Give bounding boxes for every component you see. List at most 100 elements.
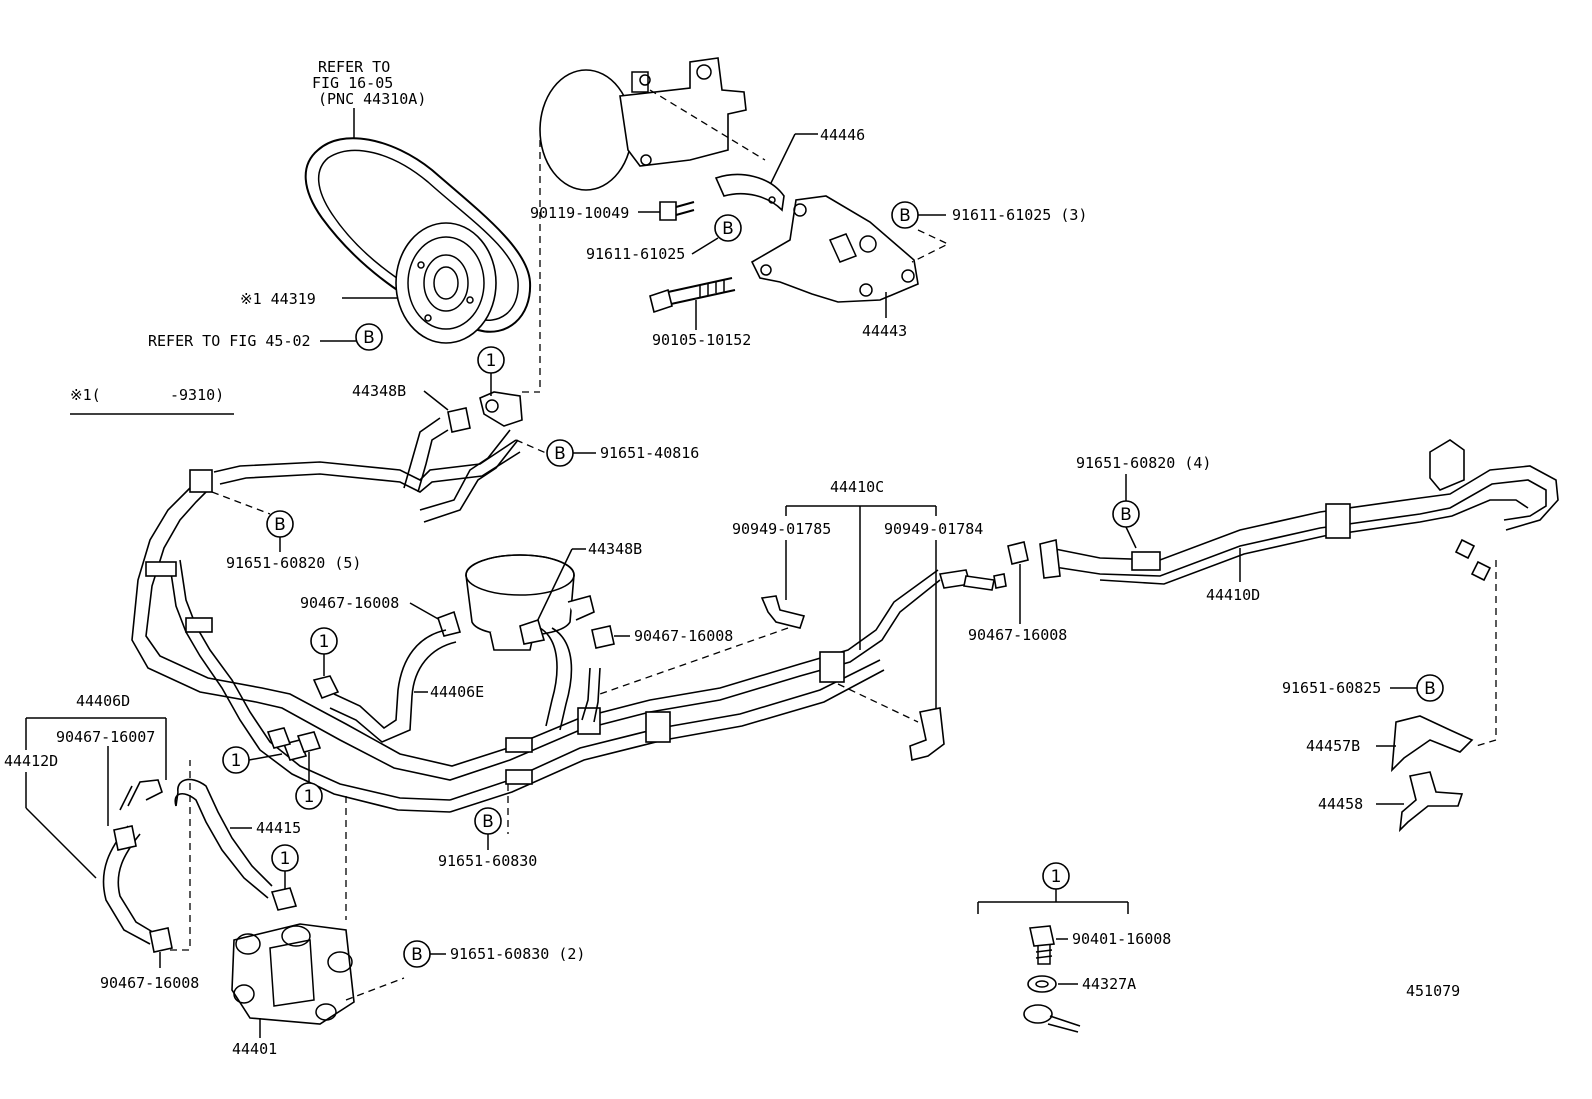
bracket-44457b xyxy=(1391,715,1474,773)
svg-text:91611-61025 (3): 91611-61025 (3) xyxy=(952,206,1087,224)
svg-text:(PNC 44310A): (PNC 44310A) xyxy=(318,90,426,108)
svg-text:44401: 44401 xyxy=(232,1040,277,1058)
label-91651-60825: 91651-60825 xyxy=(1282,679,1417,697)
hose-44415 xyxy=(174,778,273,899)
tube-end-fittings xyxy=(938,569,1007,591)
svg-text:90949-01785: 90949-01785 xyxy=(732,520,831,538)
circle-1-marker: 1 xyxy=(271,844,299,890)
svg-text:451079: 451079 xyxy=(1406,982,1460,1000)
svg-text:FIG 16-05: FIG 16-05 xyxy=(312,74,393,92)
svg-text:B: B xyxy=(1424,679,1436,699)
svg-text:※1 44319: ※1 44319 xyxy=(240,290,316,308)
circle-1-marker: 1 xyxy=(477,346,505,396)
bracket-44443 xyxy=(750,195,919,303)
label-90467-16007: 90467-16007 xyxy=(56,728,155,826)
bolt-90105-10152 xyxy=(649,277,736,314)
note-range: ※1( -9310) xyxy=(70,386,234,415)
bracket-44446 xyxy=(714,173,785,212)
hose-44406e xyxy=(329,627,601,743)
label-44443: 44443 xyxy=(862,292,907,340)
circle-b-marker: B xyxy=(714,214,742,242)
gear-housing-44401 xyxy=(231,923,355,1025)
label-44401: 44401 xyxy=(232,1018,277,1058)
tube-end-fittings xyxy=(1454,538,1492,582)
svg-text:REFER TO: REFER TO xyxy=(318,58,390,76)
svg-text:44415: 44415 xyxy=(256,819,301,837)
label-44410c: 44410C xyxy=(785,478,937,650)
label-90467-16008-a: 90467-16008 xyxy=(300,594,441,621)
bracket-44458 xyxy=(1398,771,1464,833)
pressure-hose xyxy=(403,417,519,523)
pipe-clamp xyxy=(145,561,177,577)
svg-text:90467-16008: 90467-16008 xyxy=(300,594,399,612)
circle-1-marker: 1 xyxy=(977,862,1129,914)
label-44446: 44446 xyxy=(769,126,865,186)
label-91651-40816: 91651-40816 xyxy=(573,444,699,462)
label-44327a: 44327A xyxy=(1058,975,1136,993)
circle-1-marker: 1 xyxy=(222,746,283,774)
label-90467-16008-c: 90467-16008 xyxy=(968,564,1067,644)
svg-text:1: 1 xyxy=(231,751,242,771)
svg-text:90105-10152: 90105-10152 xyxy=(652,331,751,349)
svg-text:91611-61025: 91611-61025 xyxy=(586,245,685,263)
circle-b-marker: B xyxy=(355,323,383,351)
circle-b-marker: B xyxy=(1416,674,1444,702)
svg-text:44443: 44443 xyxy=(862,322,907,340)
drive-belt xyxy=(304,137,532,333)
label-91611-61025: 91611-61025 xyxy=(586,237,719,263)
svg-text:44348B: 44348B xyxy=(352,382,406,400)
pulley-44319 xyxy=(395,222,497,344)
bolt-90119-10049 xyxy=(659,201,695,221)
svg-text:91651-60820 (5): 91651-60820 (5) xyxy=(226,554,361,572)
svg-text:-9310): -9310) xyxy=(170,386,224,404)
pipe-clamp xyxy=(185,617,213,633)
label-44348b-top: 44348B xyxy=(352,382,449,411)
svg-text:1: 1 xyxy=(280,849,291,869)
pipe-clamp xyxy=(645,711,671,743)
svg-text:B: B xyxy=(1120,505,1132,525)
label-90467-16008-d: 90467-16008 xyxy=(100,952,199,992)
union-fitting xyxy=(270,887,298,911)
label-91651-60830-2: 91651-60830 (2) xyxy=(430,945,585,963)
clamp-90467-16008-a xyxy=(436,610,462,637)
circle-b-marker: B xyxy=(266,510,294,538)
pipe-clamp xyxy=(505,769,533,785)
hose-44412d xyxy=(102,779,163,945)
pipe-clamp xyxy=(819,651,845,683)
label-90949-01784: 90949-01784 xyxy=(884,520,983,710)
label-44406d: 44406D xyxy=(25,692,167,780)
hose-44410d-inlet xyxy=(1039,539,1061,579)
refer-note-fig-45-02: REFER TO FIG 45-02 xyxy=(148,332,356,350)
label-90467-16008-b: 90467-16008 xyxy=(614,627,733,645)
label-44458: 44458 xyxy=(1318,795,1404,813)
circle-b-marker: B xyxy=(1112,474,1140,549)
svg-text:※1(: ※1( xyxy=(70,386,101,404)
svg-text:90467-16008: 90467-16008 xyxy=(100,974,199,992)
svg-text:1: 1 xyxy=(1051,867,1062,887)
bracket-90949-01784 xyxy=(909,707,945,761)
svg-text:REFER TO FIG 45-02: REFER TO FIG 45-02 xyxy=(148,332,311,350)
label-44319: ※1 44319 xyxy=(240,290,398,308)
circle-b-marker: B xyxy=(891,201,919,229)
svg-text:44412D: 44412D xyxy=(4,752,58,770)
svg-text:B: B xyxy=(274,515,286,535)
svg-text:44327A: 44327A xyxy=(1082,975,1136,993)
svg-text:1: 1 xyxy=(319,632,330,652)
svg-text:44457B: 44457B xyxy=(1306,737,1360,755)
label-90119-10049: 90119-10049 xyxy=(530,204,660,222)
svg-text:44410C: 44410C xyxy=(830,478,884,496)
clamp-90467-16008-d xyxy=(149,927,173,953)
svg-text:1: 1 xyxy=(304,787,315,807)
circle-b-marker: B xyxy=(403,940,431,968)
svg-text:44406D: 44406D xyxy=(76,692,130,710)
label-44406e: 44406E xyxy=(414,683,484,701)
circle-b-marker: B xyxy=(474,807,502,850)
svg-text:90467-16008: 90467-16008 xyxy=(968,626,1067,644)
bracket-90949-01785 xyxy=(760,595,806,629)
union-fitting xyxy=(479,391,523,427)
label-44348b-mid: 44348B xyxy=(533,540,642,629)
pipe-clamp xyxy=(1429,439,1465,491)
label-90949-01785: 90949-01785 xyxy=(732,520,831,600)
clamp-44348b xyxy=(447,407,471,433)
